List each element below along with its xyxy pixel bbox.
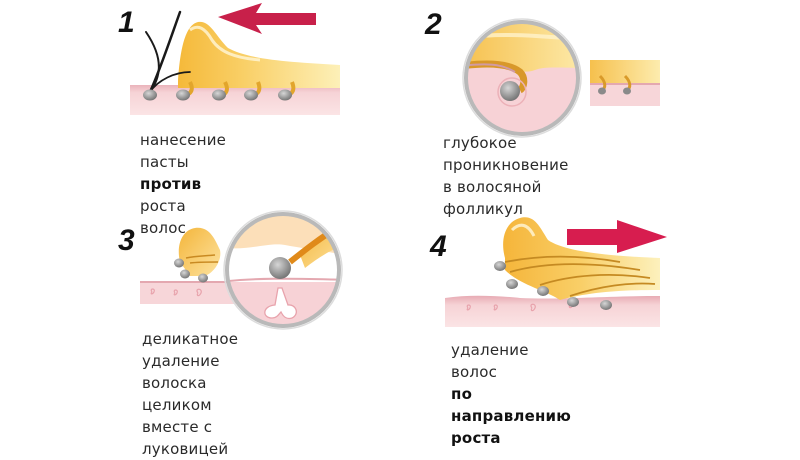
emphasis-text: по направлению роста <box>451 385 572 447</box>
step-2-illustration <box>462 18 660 138</box>
step-3-illustration <box>140 210 343 330</box>
hair-bulbs <box>143 89 292 101</box>
step-4-illustration <box>445 217 667 327</box>
step-number: 1 <box>118 6 135 39</box>
step-number: 4 <box>430 230 447 263</box>
step-1-caption: нанесение пасты против роста волос <box>140 131 227 237</box>
arrow-right-icon <box>567 220 667 253</box>
step-number: 3 <box>118 224 135 257</box>
skin-layer <box>130 85 340 115</box>
magnifier-lens <box>225 212 341 328</box>
step-4-caption: удаление волос по направлению роста <box>451 341 572 447</box>
emphasis-text: против <box>140 175 202 193</box>
step-number: 2 <box>425 8 442 41</box>
sugar-paste <box>178 21 340 88</box>
arrow-left-icon <box>218 3 316 34</box>
step-1-illustration <box>130 3 340 115</box>
magnifier-lens <box>464 20 580 136</box>
step-2-caption: глубокое проникновение в волосяной фолли… <box>443 134 569 218</box>
